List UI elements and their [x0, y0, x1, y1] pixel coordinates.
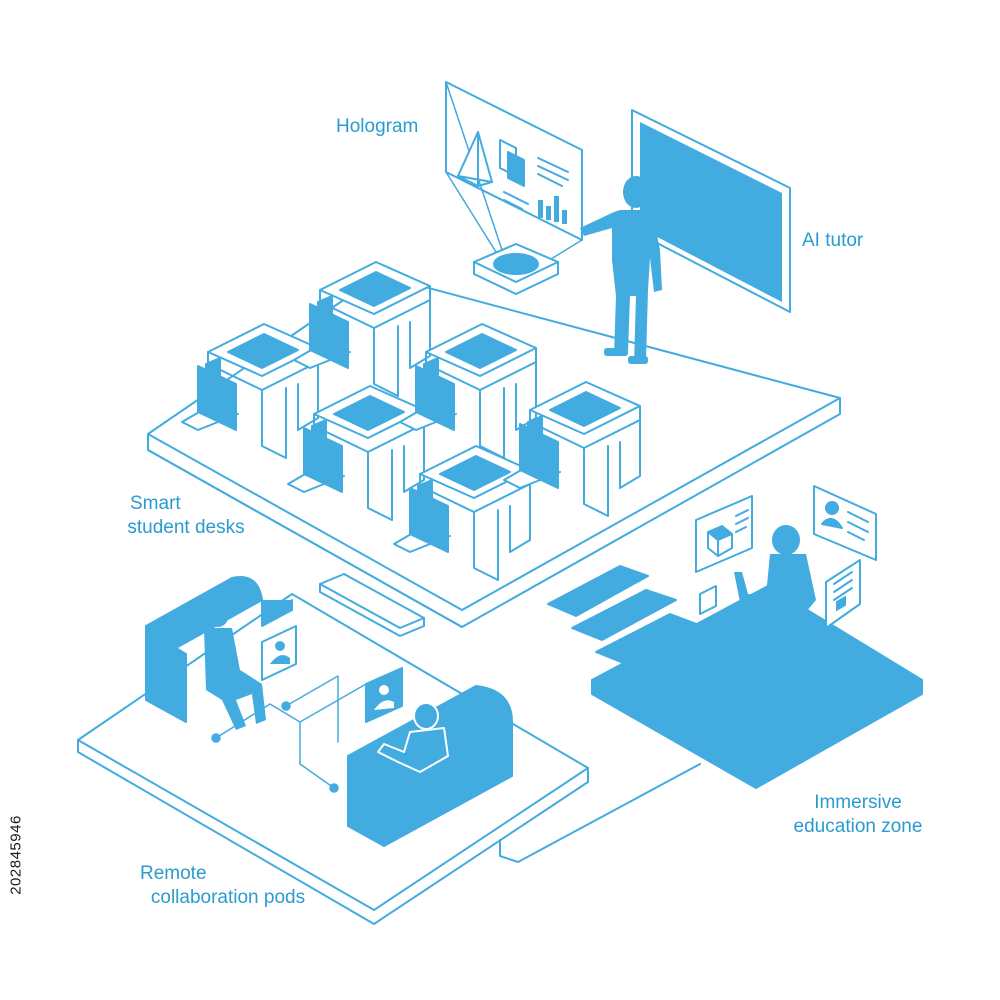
label-remote-pods-line2: collaboration pods: [150, 887, 306, 908]
video-screen: [365, 667, 403, 723]
video-screen: [261, 625, 297, 681]
label-ai-tutor-line: AI tutor: [802, 230, 864, 251]
immersive-student-figure: [734, 525, 816, 620]
label-remote-pods: Remote collaboration pods: [128, 862, 328, 910]
label-immersive-zone-line1: Immersive: [814, 792, 902, 813]
connector-bar: [319, 573, 425, 637]
user-card-icon: [813, 485, 877, 561]
label-remote-pods-line1: Remote: [140, 863, 207, 884]
remote-person-figure: [204, 601, 266, 730]
document-icon: [499, 139, 525, 187]
bar-chart-icon: [538, 196, 567, 224]
label-smart-desks: Smart student desks: [116, 492, 256, 540]
person-icon: [374, 685, 394, 710]
ai-tutor-figure: [580, 176, 662, 364]
network-lines: [211, 675, 367, 793]
hologram-projector-icon: [473, 243, 559, 295]
pyramid-icon: [457, 131, 493, 187]
floating-panel: [695, 495, 753, 573]
document-card-icon: [825, 559, 861, 629]
stock-id-text: 202845946: [7, 815, 25, 895]
label-smart-desks-line2: student desks: [127, 517, 245, 538]
cube-icon: [707, 525, 733, 557]
label-immersive-zone: Immersive education zone: [778, 791, 938, 839]
hologram-panel: [445, 81, 583, 273]
label-immersive-zone-line2: education zone: [793, 816, 923, 837]
label-smart-desks-line1: Smart: [130, 493, 181, 514]
label-hologram-line: Hologram: [336, 116, 419, 137]
label-hologram: Hologram: [336, 115, 418, 139]
immersive-zone-platform: [591, 585, 923, 789]
collaboration-pod: [145, 576, 293, 723]
stock-id: 202845946: [2, 750, 30, 960]
remote-person-figure: [377, 702, 449, 773]
person-icon: [270, 641, 290, 664]
label-ai-tutor: AI tutor: [802, 229, 863, 253]
